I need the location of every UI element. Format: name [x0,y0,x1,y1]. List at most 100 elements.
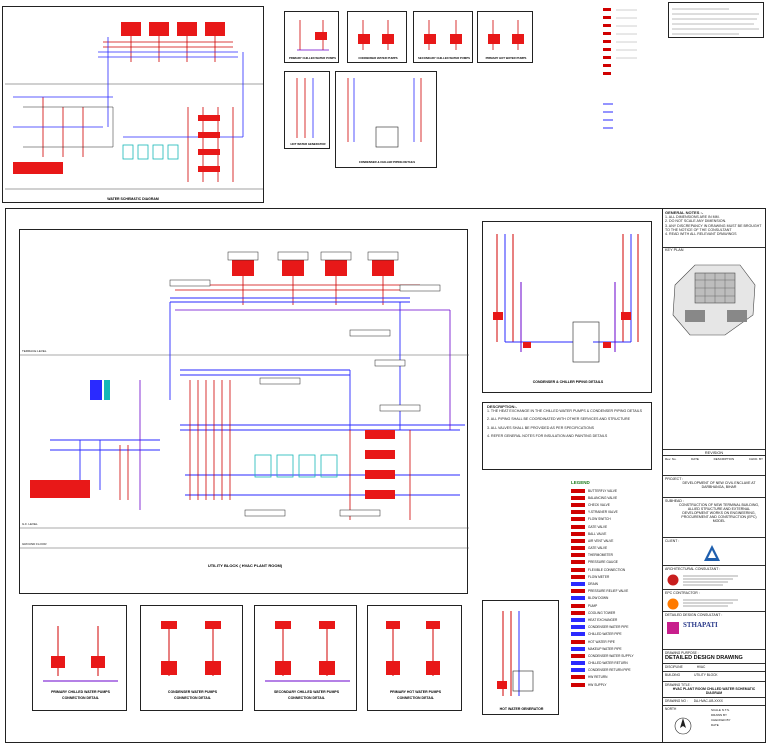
legend-symbol-icon [571,531,585,536]
pump-detail-secondary-chw-title: SECONDARY CHILLED WATER PUMPS [273,690,340,694]
top-detail-4-caption: PRIMARY HOT WATER PUMPS [485,56,527,60]
top-detail-2-drawing [358,20,394,50]
revision-col-chkd: CHKD. BY [748,457,763,461]
level-label-terrace: TERRACE LEVEL [22,349,47,353]
key-plan-drawing [665,255,765,340]
scale-value: N.T.S. [721,708,730,712]
legend-item: BUTTERFLY VALVE [571,487,661,494]
legend-symbol-icon [571,617,585,622]
drawn-label: DRAWN BY [711,713,728,717]
legend-item: HEAT EXCHANGER [571,616,661,623]
legend-item: FLOW SWITCH [571,516,661,523]
drawing-title-value: HVAC PLANT ROOM CHILLED WATER SCHEMATIC … [672,687,756,695]
description-line-1: 1. THE HEAT EXCHANGE IN THE CHILLED WATE… [487,409,643,414]
legend-symbol-icon [571,668,585,673]
legend-item-label: BLOW DOWN [588,596,609,601]
pump-detail-primary-chw-drawing [43,626,118,682]
level-label-gf: G.F. LEVEL [22,522,38,526]
legend-item-label: AIR VENT VALVE [588,538,614,543]
legend-symbol-icon [571,495,585,500]
project-label: PROJECT : [665,477,684,481]
legend-symbol-icon [571,567,585,572]
legend-symbol-icon [571,675,585,680]
title-block: GENERAL NOTES :- 1. ALL DIMENSIONS ARE I… [662,208,766,743]
top-schematic-drawing [5,22,263,190]
top-detail-3-caption: SECONDARY CHILLED WATER PUMPS [417,56,470,60]
legend-item-label: COOLING TOWER [588,610,616,615]
discipline-row: DISCIPLINE HVAC [663,663,765,671]
key-plan-label: KEY PLAN [665,248,684,252]
top-generator-drawing [296,78,314,138]
legend-item: DRAIN [571,580,661,587]
legend-symbol-icon [571,510,585,515]
condenser-chiller-drawing [493,234,639,363]
epc-text-lines [683,599,738,607]
legend-symbol-icon [571,653,585,658]
legend-item-label: MAKEUP WATER PIPE [588,646,622,651]
legend-item-label: THERMOMETER [588,553,613,558]
legend-symbol-icon [571,610,585,615]
legend-item-label: BALL VALVE [588,531,607,536]
top-condenser-detail: CONDENSER & CHILLER PIPING DETAILS [335,71,437,168]
drawing-no-value: DA-HVAC-UB-XXXX [693,699,723,703]
building-value: UTILITY BLOCK [694,673,718,677]
legend-item-label: HW SUPPLY [588,682,607,687]
legend-item-label: CHECK VALVE [588,502,610,507]
legend-symbol-icon [571,625,585,630]
top-detail-3-drawing [424,20,462,50]
legend-item: AIR VENT VALVE [571,537,661,544]
plant-room-caption: UTILITY BLOCK ( HVAC PLANT ROOM) [207,563,283,568]
drawing-no-label: DRAWING NO : [665,699,688,703]
north-arrow-icon [674,717,692,735]
level-label-ground: GROUND FLOOR [22,542,47,546]
legend-symbol-icon [571,582,585,587]
legend-item: BALL VALVE [571,530,661,537]
legend-item-label: PUMP [588,603,598,608]
pump-detail-primary-chw: PRIMARY CHILLED WATER PUMPS CONNECTION D… [32,605,127,711]
legend-item-label: PRESSURE RELIEF VALVE [588,589,629,594]
legend-symbol-icon [571,639,585,644]
pump-detail-primary-hw-sub: CONNECTION DETAIL [397,696,434,700]
legend-symbol-icon [571,661,585,666]
legend-item-label: GATE VALVE [588,546,608,551]
hot-water-generator-detail: HOT WATER GENERATOR [482,600,559,715]
revision-label: REVISION [704,451,724,455]
legend-item: GATE VALVE [571,545,661,552]
legend-item: CHILLED WATER PIPE [571,631,661,638]
general-note-4: 4. READ WITH ALL RELEVANT DRAWINGS [665,232,737,237]
legend-item-label: GATE VALVE [588,524,608,529]
top-generator-detail: HOT WATER GENERATOR [284,71,330,149]
legend-symbol-icon [571,502,585,507]
revision-header: REVISION [663,449,765,455]
pump-detail-condenser-title: CONDENSER WATER PUMPS [167,690,218,694]
pump-detail-primary-chw-title: PRIMARY CHILLED WATER PUMPS [51,690,110,694]
drawing-no-row: DRAWING NO : DA-HVAC-UB-XXXX [663,697,765,705]
legend-symbol-icon [571,646,585,651]
sthapati-logo-icon [667,622,679,634]
legend-symbol-icon [571,632,585,637]
drawing-title-row: DRAWING TITLE : HVAC PLANT ROOM CHILLED … [663,681,765,697]
revision-col-rev: Rev. No. [665,457,677,461]
pump-detail-secondary-chw: SECONDARY CHILLED WATER PUMPS CONNECTION… [254,605,357,711]
scale-label: SCALE [711,708,721,712]
legend-item: CHILLED WATER RETURN [571,660,661,667]
cooling-towers [232,260,394,276]
pump-detail-condenser: CONDENSER WATER PUMPS CONNECTION DETAIL [140,605,243,711]
top-notes-lines [672,8,759,35]
legend-item-label: CONDENSER WATER PIPE [588,625,629,630]
legend-symbol-icon [571,596,585,601]
epc-row: EPC CONTRACTOR : [663,589,765,611]
revision-col-desc: DESCRIPTION [713,457,735,461]
top-detail-1-caption: PRIMARY CHILLED WATER PUMPS [288,56,337,60]
legend-item: PRESSURE RELIEF VALVE [571,588,661,595]
subhead-label: SUBHEAD : [665,499,684,503]
legend-symbol-icon [571,574,585,579]
legend-item-label: FLOW METER [588,574,610,579]
legend-item-label: BALANCING VALVE [588,495,618,500]
legend-item: Y-STRAINER VALVE [571,509,661,516]
legend-item: HW RETURN [571,674,661,681]
legend-item: CONDENSER RETURN PIPE [571,667,661,674]
legend-item: COOLING TOWER [571,609,661,616]
